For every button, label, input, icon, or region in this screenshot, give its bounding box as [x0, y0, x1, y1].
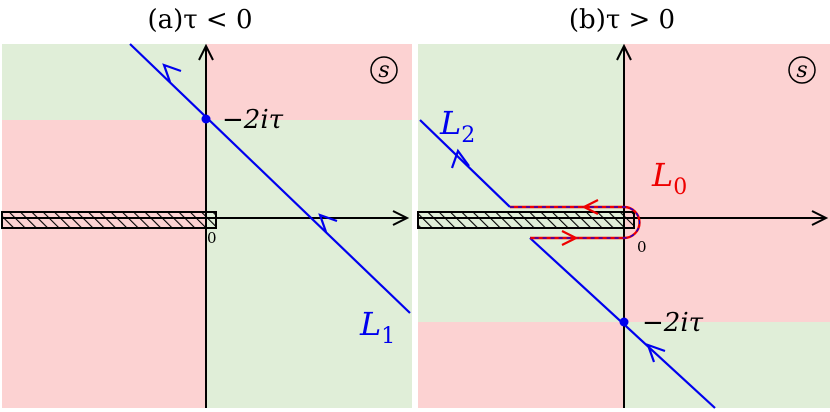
contour-l2-lower-arrow — [646, 343, 666, 363]
point-minus-2itau — [619, 317, 629, 327]
origin-label: 0 — [207, 229, 217, 247]
contour-l2-arrow — [450, 148, 470, 169]
region-green-right — [206, 120, 412, 408]
point-label: −2iτ — [222, 105, 284, 135]
contour-l1-label: L1 — [359, 305, 395, 349]
region-green-right-lower — [624, 322, 830, 408]
region-green-left-upper — [418, 44, 624, 322]
contour-l1-arrow-upper — [162, 63, 182, 83]
region-red-left — [2, 120, 206, 408]
branch-cut — [417, 211, 635, 229]
contour-l0-label: L0 — [651, 156, 687, 200]
y-axis-arrow — [616, 43, 632, 61]
contour-l1-arrow-lower — [318, 213, 338, 233]
panel-b: (b)τ > 0 L2 L0 0 −2iτ s — [417, 5, 830, 409]
origin-label: 0 — [637, 238, 647, 256]
region-green-top-left — [2, 44, 206, 120]
panel-b-title: (b)τ > 0 — [569, 5, 675, 35]
x-axis-arrow — [811, 210, 829, 226]
contour-l0-arrow-lower — [561, 230, 579, 246]
s-plane-circle — [788, 56, 816, 84]
region-red-right-upper — [624, 44, 830, 322]
panel-a: (a)τ < 0 −2iτ 0 L1 s — [1, 5, 412, 408]
branch-cut — [1, 211, 217, 229]
x-axis-arrow — [392, 210, 410, 226]
panel-a-title: (a)τ < 0 — [147, 5, 252, 35]
contour-l1 — [129, 43, 411, 314]
region-red-left-lower — [418, 322, 624, 408]
y-axis-arrow — [198, 43, 214, 61]
point-minus-2itau — [201, 114, 211, 124]
contour-l0-dash — [510, 206, 641, 239]
point-label: −2iτ — [642, 308, 704, 338]
s-plane-label: s — [378, 58, 389, 83]
contour-l2-label: L2 — [439, 104, 475, 148]
s-plane-circle — [370, 56, 398, 84]
contour-l0-arrow-upper — [581, 199, 599, 215]
s-plane-label: s — [796, 58, 807, 83]
contour-l2-upper — [419, 119, 511, 208]
